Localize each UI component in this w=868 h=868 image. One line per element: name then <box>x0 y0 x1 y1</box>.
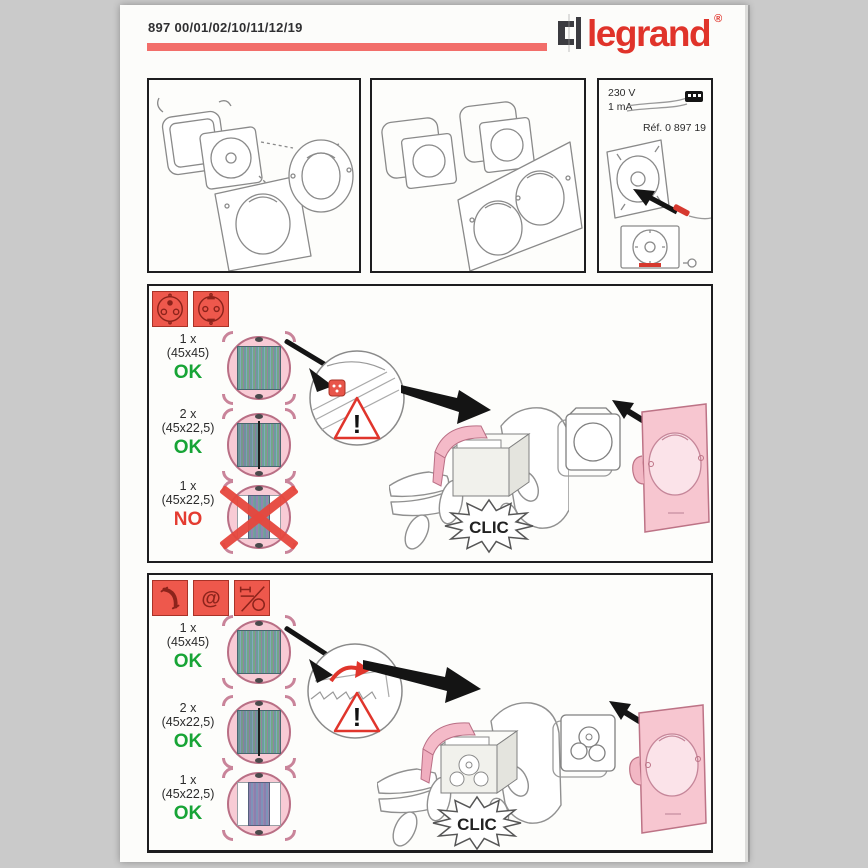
low-current-icon <box>234 580 270 616</box>
legrand-wordmark: legrand <box>587 12 712 54</box>
french-socket-icon <box>152 291 188 327</box>
instruction-page: 897 00/01/02/10/11/12/19 legrand ® <box>120 5 750 862</box>
spec-row-1: 1 x (45x45) OK <box>153 621 223 673</box>
tool-tip <box>309 368 333 392</box>
frame-one-45x225-module-allowed <box>217 762 301 846</box>
serrated-edge <box>310 691 377 700</box>
clic-starburst <box>432 795 522 851</box>
frame-two-45x225-modules <box>217 403 301 487</box>
power-socket-section: 1 x (45x45) OK 2 x (45x22,5) OK 1 x (45x… <box>147 284 713 563</box>
schuko-socket-icon <box>193 291 229 327</box>
header-red-bar <box>147 43 547 51</box>
qty-label: 2 x <box>179 407 197 421</box>
reference-tool-drawing <box>606 91 711 269</box>
warning-triangle <box>333 691 381 733</box>
insert-direction-arrow <box>401 385 491 424</box>
size-label: (45x22,5) <box>161 715 215 729</box>
socket-and-plate-assembly <box>552 701 707 834</box>
data-socket-section: @ 1 x (45x45) OK <box>147 573 713 853</box>
legrand-logo: legrand ® <box>556 9 722 57</box>
qty-label: 1 x <box>179 332 197 346</box>
panel-double-socket-assembly <box>370 78 586 273</box>
at-sign-icon: @ <box>193 580 229 616</box>
size-label: (45x45) <box>166 346 210 360</box>
spec-row-3: 1 x (45x22,5) NO <box>153 479 223 531</box>
product-code: 897 00/01/02/10/11/12/19 <box>148 20 303 35</box>
hands-clipping-module: CLIC <box>389 407 569 554</box>
clic-text: CLIC <box>457 815 497 834</box>
frame-clip-pink <box>422 722 476 756</box>
qty-label: 1 x <box>179 773 197 787</box>
frame-one-45x45-module <box>217 326 301 410</box>
qty-label: 1 x <box>179 621 197 635</box>
legrand-logo-icon <box>558 14 581 52</box>
verdict-label: OK <box>173 362 203 383</box>
qty-label: 1 x <box>179 479 197 493</box>
svg-text:@: @ <box>201 588 220 610</box>
warning-triangle <box>333 396 381 440</box>
size-label: (45x45) <box>166 635 210 649</box>
spec-row-2: 2 x (45x22,5) OK <box>153 701 223 753</box>
current-label: 1 mA <box>608 101 633 113</box>
panel-reference-tool: 230 V 1 mA Réf. 0 897 19 <box>597 78 713 273</box>
voltage-label: 230 V <box>608 87 636 99</box>
mini-socket-icon <box>328 379 346 397</box>
insert-direction-arrow <box>363 660 481 703</box>
arrow-head <box>609 701 631 720</box>
hands-clipping-module: CLIC <box>377 702 562 851</box>
spec-row-1: 1 x (45x45) OK <box>153 332 223 384</box>
exclamation-mark: ! <box>353 409 362 439</box>
warning-magnifier: ! <box>309 350 405 446</box>
single-socket-exploded-drawing <box>157 97 354 272</box>
tool-tip <box>309 659 333 683</box>
size-label: (45x22,5) <box>161 421 215 435</box>
socket-and-plate-assembly <box>557 400 710 533</box>
qty-label: 2 x <box>179 701 197 715</box>
clic-starburst <box>444 498 534 554</box>
double-socket-exploded-drawing <box>381 101 583 272</box>
exclamation-mark: ! <box>353 702 362 732</box>
clic-text: CLIC <box>469 518 509 537</box>
verdict-label: NO <box>173 509 203 530</box>
verdict-label: OK <box>173 803 203 824</box>
spec-row-3: 1 x (45x22,5) OK <box>153 773 223 825</box>
size-label: (45x22,5) <box>161 493 215 507</box>
verdict-label: OK <box>173 437 203 458</box>
frame-one-45x45-module <box>217 610 301 694</box>
frame-one-45x225-module-forbidden <box>217 475 301 559</box>
verdict-label: OK <box>173 731 203 752</box>
registered-mark: ® <box>714 13 723 25</box>
size-label: (45x22,5) <box>161 787 215 801</box>
panel-single-socket-assembly <box>147 78 361 273</box>
spec-row-2: 2 x (45x22,5) OK <box>153 407 223 459</box>
arrow-head <box>612 400 634 419</box>
frame-two-45x225-modules <box>217 690 301 774</box>
phone-icon <box>152 580 188 616</box>
verdict-label: OK <box>173 651 203 672</box>
frame-clip-pink <box>434 425 488 459</box>
reference-label: Réf. 0 897 19 <box>642 122 706 134</box>
